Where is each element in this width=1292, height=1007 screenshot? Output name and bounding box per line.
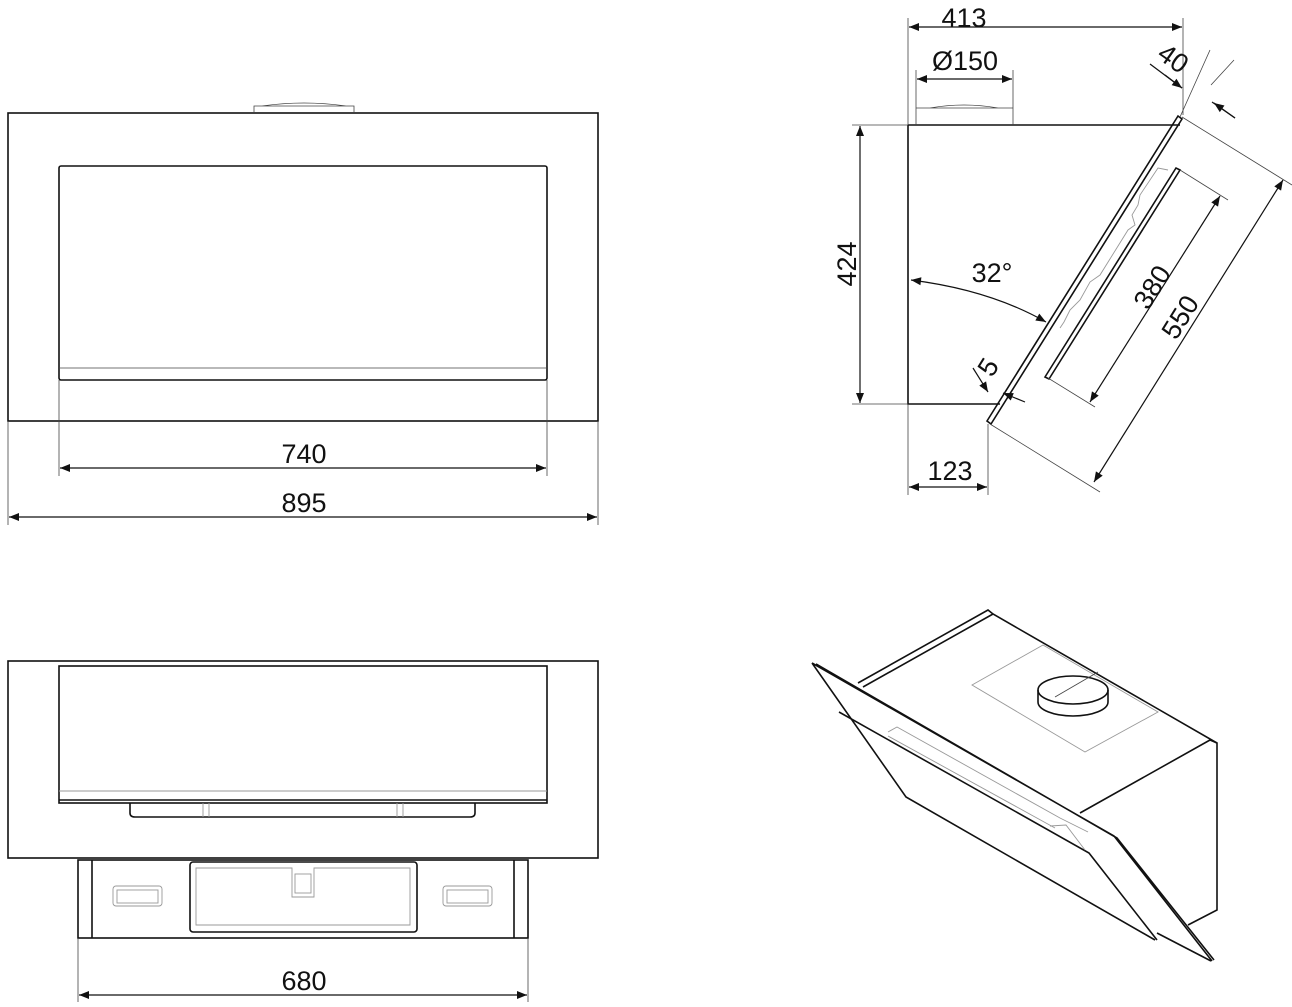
dim-label-413: 413 bbox=[941, 3, 986, 33]
dim-label-895: 895 bbox=[281, 488, 326, 518]
dim-label-5: 5 bbox=[972, 353, 1005, 382]
bottom-view: 680 bbox=[7, 660, 599, 1002]
dimension-380 bbox=[1089, 195, 1221, 403]
dim-label-duct: Ø150 bbox=[932, 46, 998, 76]
side-view: 413 Ø150 40 424 32° 380 550 5 123 bbox=[832, 3, 1292, 495]
dim-label-424: 424 bbox=[832, 241, 862, 286]
dim-label-740: 740 bbox=[281, 439, 326, 469]
front-view: 740 895 bbox=[7, 102, 599, 525]
angle-arc bbox=[910, 277, 1047, 323]
dim-label-680: 680 bbox=[281, 966, 326, 996]
dim-label-123: 123 bbox=[927, 456, 972, 486]
dim-label-angle: 32° bbox=[972, 258, 1013, 288]
dim-label-40: 40 bbox=[1152, 38, 1194, 80]
isometric-view bbox=[811, 609, 1218, 962]
